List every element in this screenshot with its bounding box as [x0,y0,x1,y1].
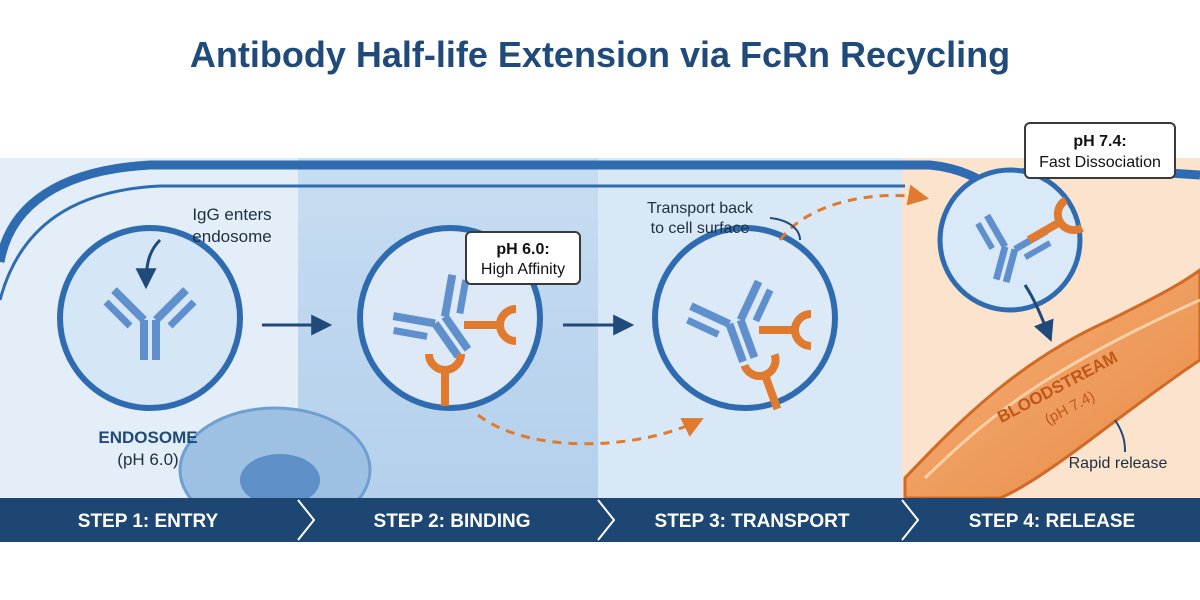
cell-nucleolus [240,454,320,506]
bloodstream-stripe [923,298,1200,480]
binding-callout-title: pH 6.0: [496,241,549,258]
release-callout: pH 7.4: Fast Dissociation [1024,122,1176,179]
fcrn-receptor-icon [464,305,517,345]
step-label-3: STEP 3: TRANSPORT [655,511,850,532]
transport-label: Transport back [647,200,754,217]
dashed-arrow-icon [477,413,704,446]
chevron-icon [597,499,616,541]
arrow-icon [135,238,162,290]
antibody-icon [103,287,197,360]
endosome-step1 [57,225,243,411]
cell-membrane-inner [0,184,905,301]
binding-callout: pH 6.0: High Affinity [465,231,581,285]
arrow-icon [1023,284,1054,342]
transport-label-line2: to cell surface [651,220,750,237]
vesicle-step4 [937,167,1083,313]
fcrn-receptor-icon [740,353,782,411]
binding-callout-text: High Affinity [481,261,565,278]
igg-enters-label-line2: endosome [192,227,271,246]
release-callout-text: Fast Dissociation [1039,154,1161,171]
leader-line [1114,419,1126,453]
step-label-1: STEP 1: ENTRY [78,511,219,532]
antibody-icon [686,279,774,364]
dashed-arrow-icon [778,184,930,241]
endosome-label: ENDOSOME [98,428,197,447]
chevron-icon [297,499,316,541]
igg-enters-label: IgG enters [192,205,271,224]
rapid-release-label: Rapid release [1069,455,1168,472]
leader-line [769,217,801,241]
fcrn-receptor-icon [1026,196,1084,244]
release-callout-title: pH 7.4: [1073,133,1126,150]
fcrn-receptor-icon [425,353,465,406]
diagram-title: Antibody Half-life Extension via FcRn Re… [189,34,1011,75]
endosome-ph-label: (pH 6.0) [117,450,178,469]
antibody-icon [392,274,472,359]
chevron-icon [901,499,920,541]
step-bar: STEP 1: ENTRY STEP 2: BINDING STEP 3: TR… [0,498,1200,542]
step-label-2: STEP 2: BINDING [374,511,531,532]
step-label-4: STEP 4: RELEASE [969,511,1135,532]
fcrn-receptor-icon [759,310,812,350]
